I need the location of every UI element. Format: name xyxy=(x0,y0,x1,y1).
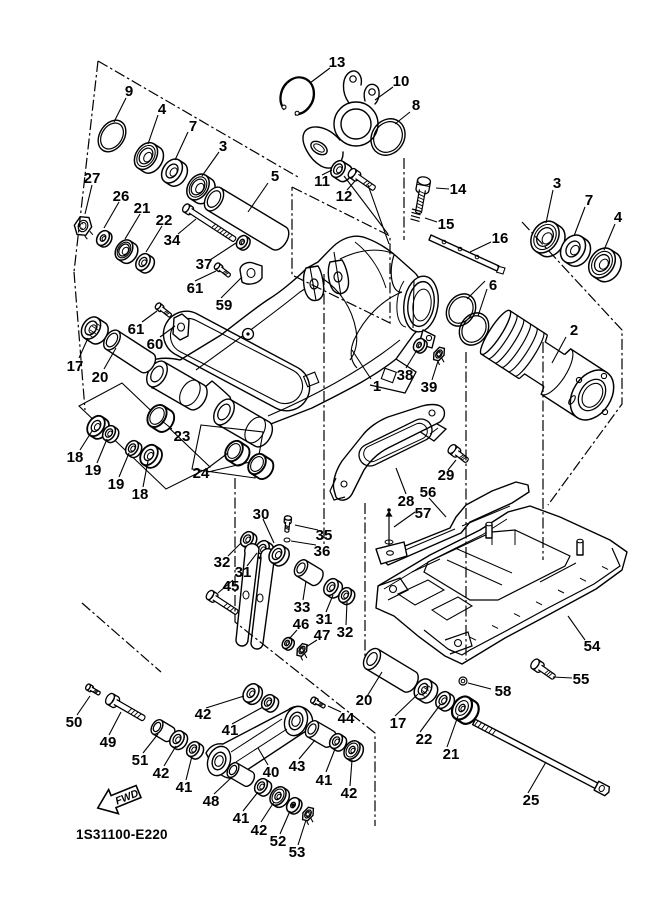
svg-text:9: 9 xyxy=(125,83,133,100)
svg-text:11: 11 xyxy=(314,173,330,190)
svg-text:35: 35 xyxy=(316,527,333,544)
svg-text:3: 3 xyxy=(219,138,227,155)
svg-text:30: 30 xyxy=(253,506,270,523)
svg-text:32: 32 xyxy=(214,554,231,571)
svg-text:60: 60 xyxy=(147,336,164,353)
svg-text:41: 41 xyxy=(176,779,193,796)
svg-text:39: 39 xyxy=(421,379,438,396)
svg-text:29: 29 xyxy=(438,467,455,484)
svg-text:19: 19 xyxy=(85,462,102,479)
svg-text:1S31100-E220: 1S31100-E220 xyxy=(76,827,168,842)
svg-text:13: 13 xyxy=(329,54,346,71)
svg-text:21: 21 xyxy=(134,200,151,217)
svg-text:61: 61 xyxy=(187,280,204,297)
svg-text:41: 41 xyxy=(222,722,239,739)
svg-text:18: 18 xyxy=(132,486,149,503)
svg-text:38: 38 xyxy=(397,367,414,384)
svg-text:42: 42 xyxy=(195,706,212,723)
svg-text:16: 16 xyxy=(492,230,509,247)
svg-text:3: 3 xyxy=(553,175,561,192)
svg-text:22: 22 xyxy=(156,212,173,229)
svg-text:20: 20 xyxy=(92,369,109,386)
svg-text:28: 28 xyxy=(398,493,415,510)
svg-text:61: 61 xyxy=(128,321,145,338)
svg-text:51: 51 xyxy=(132,752,149,769)
svg-text:26: 26 xyxy=(113,188,130,205)
svg-text:31: 31 xyxy=(235,564,252,581)
svg-text:17: 17 xyxy=(390,715,407,732)
svg-text:37: 37 xyxy=(196,256,213,273)
svg-text:24: 24 xyxy=(193,465,210,482)
svg-text:32: 32 xyxy=(337,624,354,641)
svg-text:42: 42 xyxy=(251,822,268,839)
svg-text:10: 10 xyxy=(393,73,410,90)
svg-text:4: 4 xyxy=(614,209,623,226)
svg-text:45: 45 xyxy=(223,578,240,595)
svg-text:31: 31 xyxy=(316,611,333,628)
svg-text:41: 41 xyxy=(233,810,250,827)
svg-text:8: 8 xyxy=(412,97,420,114)
svg-text:55: 55 xyxy=(573,671,590,688)
svg-text:56: 56 xyxy=(420,484,437,501)
svg-text:42: 42 xyxy=(341,785,358,802)
svg-text:53: 53 xyxy=(289,844,306,861)
svg-text:7: 7 xyxy=(585,192,593,209)
svg-text:25: 25 xyxy=(523,792,540,809)
svg-text:21: 21 xyxy=(443,746,460,763)
svg-text:15: 15 xyxy=(438,216,455,233)
svg-text:50: 50 xyxy=(66,714,83,731)
svg-text:58: 58 xyxy=(495,683,512,700)
svg-text:7: 7 xyxy=(189,118,197,135)
svg-text:59: 59 xyxy=(216,297,233,314)
svg-text:18: 18 xyxy=(67,449,84,466)
svg-text:42: 42 xyxy=(153,765,170,782)
svg-text:47: 47 xyxy=(314,627,331,644)
svg-text:20: 20 xyxy=(356,692,373,709)
svg-text:17: 17 xyxy=(67,358,84,375)
svg-text:57: 57 xyxy=(415,505,432,522)
svg-text:4: 4 xyxy=(158,101,167,118)
svg-text:14: 14 xyxy=(450,181,467,198)
svg-text:43: 43 xyxy=(289,758,306,775)
svg-text:46: 46 xyxy=(293,616,310,633)
svg-text:6: 6 xyxy=(489,277,497,294)
svg-text:40: 40 xyxy=(263,764,280,781)
svg-text:36: 36 xyxy=(314,543,331,560)
svg-text:27: 27 xyxy=(84,170,101,187)
svg-text:19: 19 xyxy=(108,476,125,493)
svg-text:54: 54 xyxy=(584,638,601,655)
svg-text:12: 12 xyxy=(336,188,353,205)
svg-text:5: 5 xyxy=(271,168,279,185)
svg-text:48: 48 xyxy=(203,793,220,810)
svg-text:41: 41 xyxy=(316,772,333,789)
svg-text:52: 52 xyxy=(270,833,287,850)
svg-text:2: 2 xyxy=(570,322,578,339)
svg-text:1: 1 xyxy=(373,378,381,395)
svg-text:49: 49 xyxy=(100,734,117,751)
svg-text:44: 44 xyxy=(338,710,355,727)
svg-text:34: 34 xyxy=(164,232,181,249)
svg-text:23: 23 xyxy=(174,428,191,445)
svg-text:22: 22 xyxy=(416,731,433,748)
svg-text:33: 33 xyxy=(294,599,311,616)
